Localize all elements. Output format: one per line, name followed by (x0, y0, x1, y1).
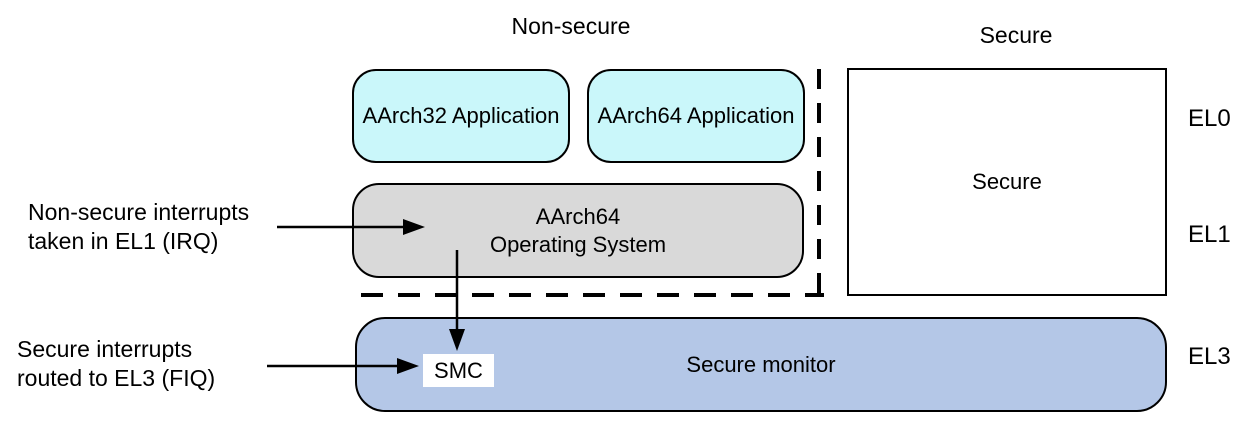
el1-label: EL1 (1188, 221, 1231, 248)
el3-label: EL3 (1188, 343, 1231, 370)
aarch64-application-box: AArch64 Application (587, 69, 805, 163)
fiq-annotation-line1: Secure interrupts (17, 336, 193, 362)
aarch64-operating-system-box: AArch64 Operating System (352, 183, 804, 278)
smc-label: SMC (434, 357, 483, 383)
os-label-line2: Operating System (489, 231, 667, 257)
fiq-annotation-line2: routed to EL3 (FIQ) (17, 365, 216, 391)
irq-annotation: Non-secure interrupts taken in EL1 (IRQ) (28, 198, 249, 256)
smc-box: SMC (423, 354, 494, 387)
secure-monitor-box: Secure monitor SMC (355, 317, 1167, 412)
secure-world-title: Secure (979, 22, 1053, 48)
secure-world-box: Secure (847, 68, 1167, 296)
secure-monitor-label: Secure monitor (686, 351, 836, 377)
fiq-annotation: Secure interrupts routed to EL3 (FIQ) (17, 335, 215, 393)
irq-annotation-line1: Non-secure interrupts (28, 199, 250, 225)
aarch32-application-label: AArch32 Application (362, 103, 560, 128)
non-secure-world-title: Non-secure (511, 13, 631, 39)
aarch32-application-box: AArch32 Application (352, 69, 570, 163)
irq-annotation-line2: taken in EL1 (IRQ) (28, 228, 219, 254)
aarch64-application-label: AArch64 Application (597, 103, 795, 128)
secure-world-box-label: Secure (972, 169, 1042, 194)
el0-label: EL0 (1188, 105, 1231, 132)
os-label-line1: AArch64 (535, 203, 621, 229)
